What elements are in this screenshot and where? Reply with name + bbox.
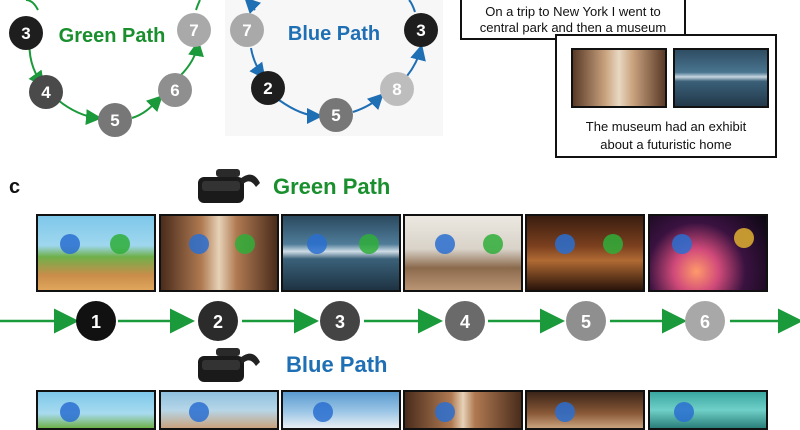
vr-headset-icon bbox=[198, 348, 260, 382]
svg-text:2: 2 bbox=[213, 312, 223, 332]
green-marker-dot bbox=[603, 234, 623, 254]
green-frame-hallway bbox=[159, 214, 279, 292]
trip-story-line-2: central park and then a museum bbox=[479, 20, 667, 35]
green-circle-arc-3 bbox=[131, 95, 163, 119]
svg-text:7: 7 bbox=[189, 21, 198, 40]
blue-frame-hallway bbox=[159, 390, 279, 430]
blue-frame-lobby bbox=[525, 390, 645, 430]
green-frame-park bbox=[36, 214, 156, 292]
blue-frame-park bbox=[36, 390, 156, 430]
blue-marker-dot bbox=[435, 234, 455, 254]
blue-node-7: 7 bbox=[230, 13, 264, 47]
blue-marker-dot bbox=[672, 234, 692, 254]
blue-circle-arc-5 bbox=[244, 0, 262, 15]
blue-marker-dot bbox=[60, 234, 80, 254]
svg-text:2: 2 bbox=[263, 79, 272, 98]
green-marker-dot bbox=[235, 234, 255, 254]
blue-node-5: 5 bbox=[319, 98, 353, 132]
panel-letter-c: c bbox=[9, 176, 21, 198]
blue-node-2: 2 bbox=[251, 71, 285, 105]
museum-story-line-1: The museum had an exhibit bbox=[585, 119, 747, 134]
museum-story-line-2: about a futuristic home bbox=[600, 137, 732, 152]
blue-frame-corridor bbox=[403, 390, 523, 430]
svg-text:6: 6 bbox=[700, 312, 710, 332]
green-path-title: Green Path bbox=[273, 174, 391, 199]
museum-story-text: The museum had an exhibit about a futuri… bbox=[557, 118, 775, 154]
green-marker-dot bbox=[110, 234, 130, 254]
svg-text:5: 5 bbox=[581, 312, 591, 332]
svg-text:4: 4 bbox=[460, 312, 470, 332]
trip-story-line-1: On a trip to New York I went to bbox=[485, 4, 661, 19]
blue-frame-sky bbox=[281, 390, 401, 430]
svg-text:7: 7 bbox=[242, 21, 251, 40]
svg-text:5: 5 bbox=[331, 106, 340, 125]
blue-marker-dot bbox=[555, 402, 575, 422]
blue-node-3: 3 bbox=[404, 13, 438, 47]
orange-marker-dot bbox=[734, 228, 754, 248]
green-path-label: Green Path bbox=[59, 25, 166, 47]
timeline-node-3: 3 bbox=[320, 301, 360, 341]
green-circle-arc-5 bbox=[25, 0, 39, 11]
blue-circle-arc-4 bbox=[406, 44, 426, 77]
green-frame-dark-room bbox=[525, 214, 645, 292]
timeline-node-4: 4 bbox=[445, 301, 485, 341]
svg-text:3: 3 bbox=[21, 24, 30, 43]
blue-node-8: 8 bbox=[380, 72, 414, 106]
green-circle-arc-2 bbox=[57, 99, 102, 126]
green-frame-train bbox=[281, 214, 401, 292]
svg-text:5: 5 bbox=[110, 111, 119, 130]
timeline-node-2: 2 bbox=[198, 301, 238, 341]
green-node-7: 7 bbox=[177, 13, 211, 47]
blue-marker-dot bbox=[674, 402, 694, 422]
green-node-3: 3 bbox=[9, 16, 43, 50]
museum-image-hallway bbox=[571, 48, 667, 108]
blue-path-circle-diagram: 7 2 5 8 3 Blue Path bbox=[225, 0, 443, 136]
green-frame-living-room bbox=[403, 214, 523, 292]
green-marker-dot bbox=[483, 234, 503, 254]
blue-marker-dot bbox=[555, 234, 575, 254]
green-node-5: 5 bbox=[98, 103, 132, 137]
green-node-4: 4 bbox=[29, 75, 63, 109]
blue-circle-arc-3 bbox=[352, 93, 384, 113]
blue-marker-dot bbox=[435, 402, 455, 422]
timeline: 1 2 3 4 5 6 bbox=[0, 301, 800, 341]
svg-text:3: 3 bbox=[335, 312, 345, 332]
blue-marker-dot bbox=[307, 234, 327, 254]
blue-frame-teal-room bbox=[648, 390, 768, 430]
green-path-circle-diagram: 3 4 5 6 7 Green Path bbox=[9, 0, 211, 137]
svg-text:1: 1 bbox=[91, 312, 101, 332]
timeline-node-6: 6 bbox=[685, 301, 725, 341]
green-circle-arc-6 bbox=[195, 0, 201, 11]
vr-headset-icon bbox=[198, 169, 260, 203]
blue-marker-dot bbox=[60, 402, 80, 422]
blue-circle-arc-2 bbox=[278, 99, 323, 124]
svg-text:6: 6 bbox=[170, 81, 179, 100]
blue-path-title: Blue Path bbox=[286, 352, 388, 377]
green-node-6: 6 bbox=[158, 73, 192, 107]
svg-text:8: 8 bbox=[392, 80, 401, 99]
blue-path-label: Blue Path bbox=[288, 23, 380, 45]
timeline-node-1: 1 bbox=[76, 301, 116, 341]
green-circle-arc-4 bbox=[179, 40, 204, 77]
museum-image-train bbox=[673, 48, 769, 108]
svg-text:3: 3 bbox=[416, 21, 425, 40]
timeline-node-5: 5 bbox=[566, 301, 606, 341]
blue-marker-dot bbox=[189, 402, 209, 422]
green-marker-dot bbox=[359, 234, 379, 254]
svg-text:4: 4 bbox=[41, 83, 51, 102]
blue-marker-dot bbox=[189, 234, 209, 254]
museum-story-box: The museum had an exhibit about a futuri… bbox=[555, 34, 777, 158]
blue-circle-arc-6 bbox=[408, 0, 416, 13]
green-frame-space bbox=[648, 214, 768, 292]
blue-marker-dot bbox=[313, 402, 333, 422]
